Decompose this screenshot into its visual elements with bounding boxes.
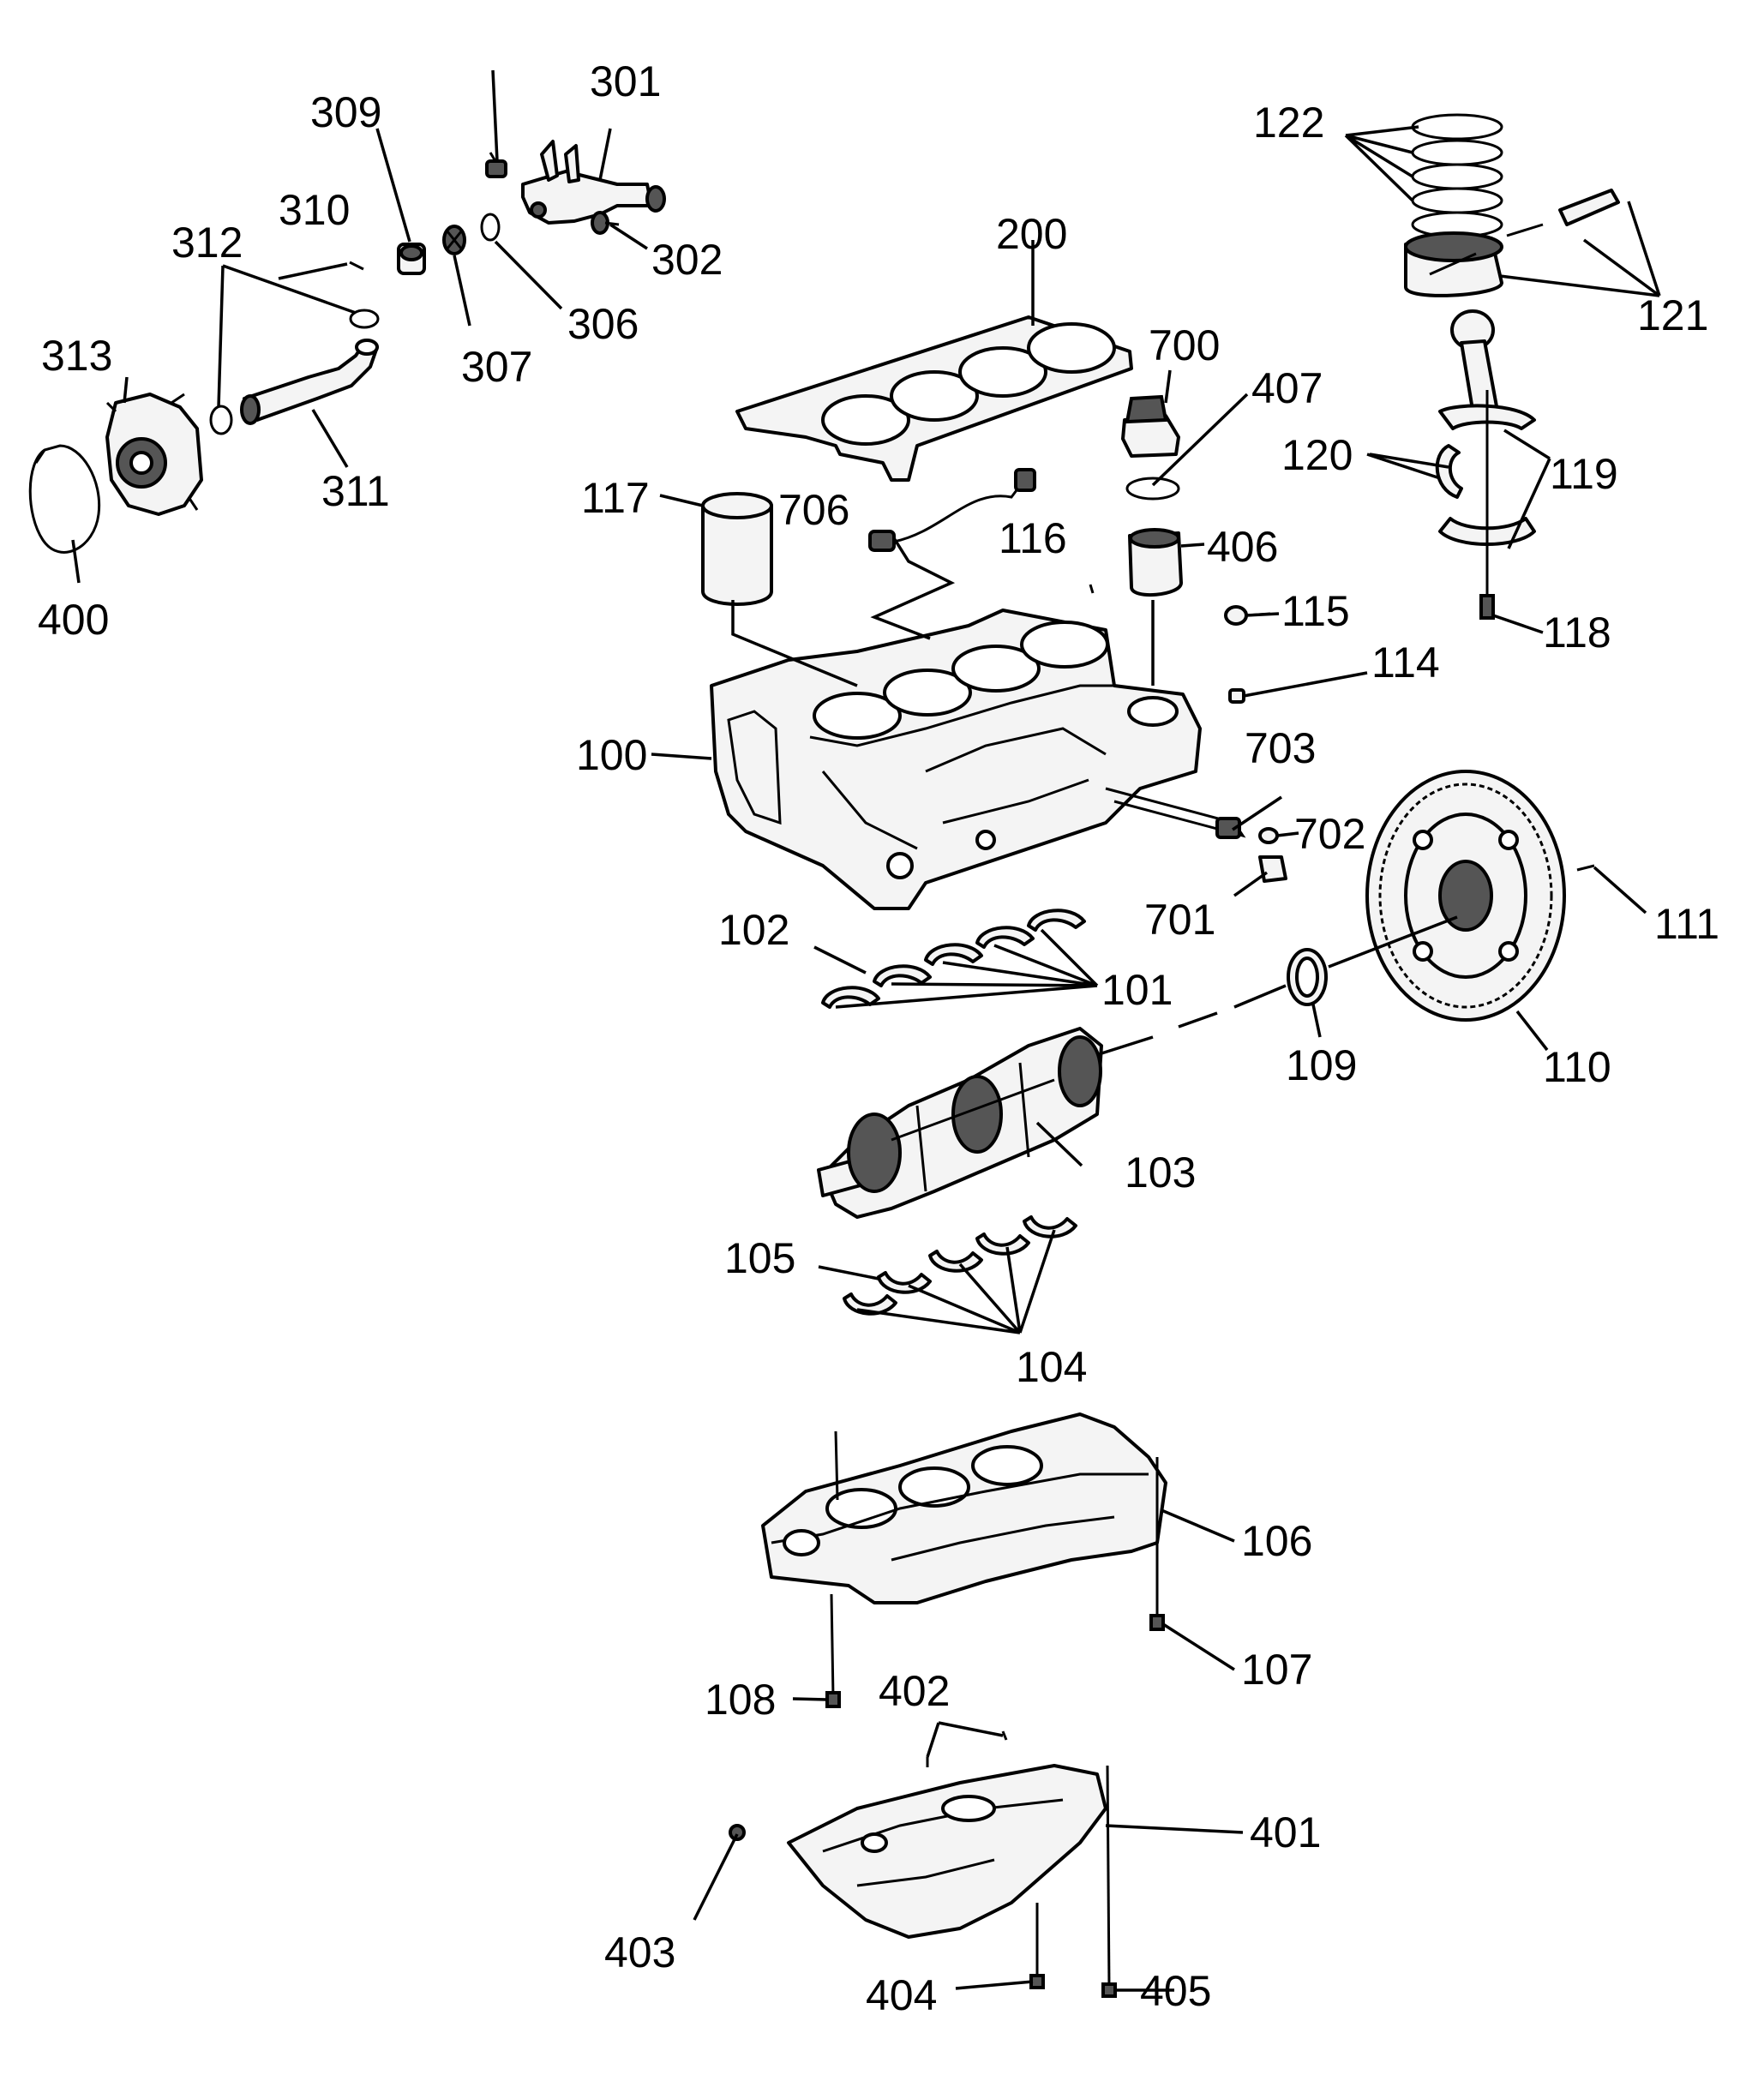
part-702 — [1215, 817, 1241, 839]
label-310: 311 — [321, 467, 390, 515]
label-307: 307 — [461, 343, 532, 391]
label-200: 200 — [996, 210, 1067, 258]
label-403: 404 — [866, 1971, 937, 2019]
flywheel — [1365, 770, 1566, 1022]
coolant-pipe — [240, 339, 379, 425]
label-302: 302 — [651, 236, 723, 284]
rear-seal — [1287, 948, 1328, 1006]
label-118: 118 — [1543, 609, 1611, 657]
label-701: 702 — [1294, 810, 1365, 858]
label-120: 120 — [1281, 431, 1353, 479]
oil-filter — [701, 492, 773, 606]
label-402: 403 — [604, 1928, 675, 1976]
bolt-402 — [729, 1824, 746, 1841]
label-103: 103 — [1125, 1148, 1196, 1196]
label-104: 104 — [1016, 1343, 1087, 1391]
label-101: 101 — [1101, 966, 1173, 1014]
part-700 — [1258, 855, 1287, 883]
label-121: 121 — [1637, 291, 1708, 339]
label-702: 703 — [1245, 724, 1316, 772]
label-405: 406 — [1207, 523, 1278, 571]
lower-bearings — [843, 1215, 1077, 1316]
label-309: 310 — [279, 186, 350, 234]
label-700: 701 — [1144, 896, 1215, 944]
label-117: 117 — [581, 474, 650, 522]
sensor-703 — [868, 468, 1036, 552]
bolt-309 — [349, 261, 364, 271]
label-115: 115 — [1281, 587, 1350, 635]
water-outlet-housing — [521, 140, 666, 225]
seal-406 — [1125, 477, 1180, 501]
label-106: 106 — [1241, 1517, 1312, 1565]
label-107: 107 — [1241, 1646, 1312, 1694]
bearing-120 — [1435, 444, 1463, 499]
thermostat — [442, 225, 466, 255]
label-100: 100 — [576, 731, 647, 779]
label-109: 109 — [1286, 1041, 1357, 1089]
oil-pan — [787, 1764, 1107, 1939]
label-114: 114 — [1371, 639, 1440, 687]
head-gasket — [735, 315, 1133, 482]
thermostat-cap — [397, 243, 426, 275]
bedplate — [761, 1412, 1167, 1604]
label-108: 108 — [705, 1676, 776, 1724]
dowel-114 — [1228, 688, 1245, 704]
label-404: 405 — [1140, 1967, 1211, 2015]
pin-116 — [1089, 584, 1095, 594]
label-119: 119 — [1550, 450, 1618, 498]
label-703: 706 — [778, 486, 849, 534]
upper-bearings — [821, 909, 1086, 1009]
label-407: 700 — [1149, 321, 1220, 369]
label-312: 313 — [41, 332, 112, 380]
bolt-404 — [1106, 1765, 1111, 1989]
o-ring — [349, 309, 380, 329]
label-313: 400 — [38, 596, 109, 644]
label-122: 122 — [1253, 99, 1324, 147]
label-102: 102 — [718, 906, 789, 954]
o-ring — [209, 405, 233, 435]
label-110: 110 — [1543, 1043, 1611, 1091]
part-701 — [1258, 827, 1279, 844]
label-406: 407 — [1251, 364, 1323, 412]
water-pump-gasket — [28, 444, 101, 554]
rod-bolt-118 — [1479, 594, 1495, 620]
label-116: 116 — [999, 514, 1067, 562]
label-105: 105 — [724, 1234, 795, 1282]
seal-306 — [480, 213, 501, 242]
bolt-108 — [830, 1593, 835, 1698]
label-301: 301 — [590, 57, 661, 105]
oil-filter-adapter — [1121, 394, 1183, 597]
label-401: 402 — [879, 1667, 950, 1715]
label-400: 401 — [1250, 1808, 1321, 1856]
label-111: 111 — [1654, 900, 1719, 948]
label-311: 312 — [171, 219, 243, 267]
flywheel-bolt-111 — [1576, 864, 1595, 872]
engine-block — [710, 609, 1246, 910]
piston-assembly — [1404, 113, 1620, 620]
crankshaft — [817, 1027, 1103, 1219]
label-308: 309 — [310, 88, 381, 136]
leader-lines — [71, 69, 1661, 1992]
coolant-sensor — [591, 211, 620, 235]
callout-labels: 122 121 120 119 118 200 700 407 406 117 … — [38, 57, 1719, 2019]
label-306: 306 — [567, 300, 639, 348]
water-pump — [105, 393, 203, 516]
